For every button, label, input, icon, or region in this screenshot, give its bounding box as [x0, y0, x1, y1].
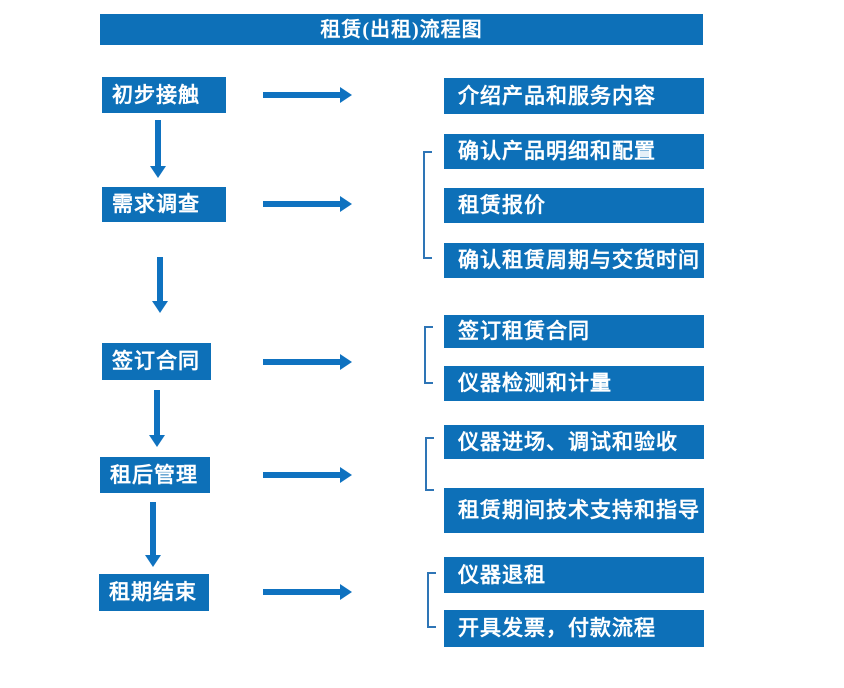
detail-box-sign-rental-contract: 签订租赁合同: [444, 315, 704, 348]
detail-box-confirm-period: 确认租赁周期与交货时间: [444, 243, 704, 278]
step-box-initial-contact: 初步接触: [102, 77, 226, 113]
down-arrow-icon: [155, 120, 161, 166]
detail-box-instrument-setup: 仪器进场、调试和验收: [444, 425, 704, 459]
detail-box-confirm-config: 确认产品明细和配置: [444, 134, 704, 169]
step-box-post-rental-mgmt: 租后管理: [100, 457, 210, 493]
step-box-demand-survey: 需求调查: [102, 187, 226, 222]
detail-box-rental-quote: 租赁报价: [444, 188, 704, 223]
detail-box-tech-support: 租赁期间技术支持和指导: [444, 488, 704, 533]
step-box-rental-end: 租期结束: [99, 574, 209, 611]
right-arrow-icon: [263, 201, 340, 207]
detail-box-instrument-return: 仪器退租: [444, 557, 704, 593]
right-arrow-icon: [263, 359, 340, 365]
detail-box-invoice-payment: 开具发票，付款流程: [444, 610, 704, 647]
down-arrow-icon: [157, 257, 163, 301]
right-arrow-icon: [263, 589, 340, 595]
detail-box-instrument-testing: 仪器检测和计量: [444, 366, 704, 401]
group-bracket: [423, 151, 432, 259]
group-bracket: [427, 572, 436, 628]
down-arrow-icon: [150, 502, 156, 555]
right-arrow-icon: [263, 92, 340, 98]
detail-box-introduce-products: 介绍产品和服务内容: [444, 78, 704, 114]
group-bracket: [425, 437, 434, 491]
down-arrow-icon: [154, 390, 160, 435]
step-box-sign-contract: 签订合同: [102, 343, 211, 380]
flowchart-title: 租赁(出租)流程图: [100, 14, 703, 45]
right-arrow-icon: [263, 472, 340, 478]
group-bracket: [424, 326, 433, 384]
